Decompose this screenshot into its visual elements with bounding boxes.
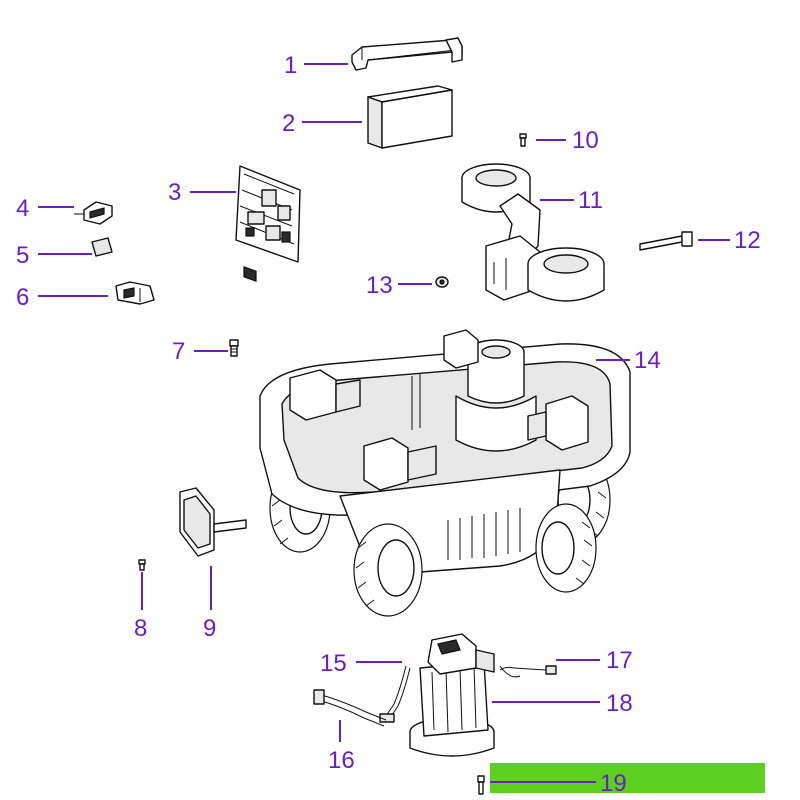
wheel-front-left xyxy=(353,523,423,617)
part-5-pad[interactable] xyxy=(91,237,113,257)
callout-3: 3 xyxy=(168,179,181,206)
callout-18: 18 xyxy=(606,690,633,717)
motor-module-back-right xyxy=(443,329,479,369)
motor-module-mid xyxy=(363,437,437,491)
callout-14: 14 xyxy=(634,347,661,374)
part-12-bolt[interactable] xyxy=(639,231,693,251)
callout-12: 12 xyxy=(734,227,761,254)
part-6-connector[interactable] xyxy=(115,281,155,305)
callout-7: 7 xyxy=(172,338,185,365)
callout-6: 6 xyxy=(16,284,29,311)
part-11-steering-arm[interactable] xyxy=(461,163,605,302)
callout-19: 19 xyxy=(600,770,627,797)
callout-10: 10 xyxy=(572,127,599,154)
part-7-screw[interactable] xyxy=(229,339,239,357)
callout-15: 15 xyxy=(320,650,347,677)
callout-4: 4 xyxy=(16,195,29,222)
part-15-cable[interactable] xyxy=(379,665,411,723)
highlight-bar-19[interactable] xyxy=(490,763,765,793)
part-3-circuit-board[interactable] xyxy=(235,165,301,282)
callout-11: 11 xyxy=(578,187,603,214)
part-13-nut[interactable] xyxy=(435,276,449,288)
part-8-pin[interactable] xyxy=(138,559,146,571)
callout-2: 2 xyxy=(282,110,295,137)
part-9-display-panel[interactable] xyxy=(179,487,247,557)
part-19-pin[interactable] xyxy=(477,775,485,795)
part-4-switch[interactable] xyxy=(74,201,113,225)
part-2-battery[interactable] xyxy=(367,85,453,149)
callout-17: 17 xyxy=(606,647,633,674)
callout-5: 5 xyxy=(16,242,29,269)
part-1-handle[interactable] xyxy=(351,37,463,71)
callout-8: 8 xyxy=(134,615,147,642)
part-10-screw[interactable] xyxy=(519,133,527,147)
part-16-cable[interactable] xyxy=(313,689,387,727)
part-18-motor-assembly[interactable] xyxy=(409,633,495,757)
main-chassis-assembly[interactable] xyxy=(259,329,631,617)
motor-module-front-left xyxy=(289,369,361,421)
part-17-cable[interactable] xyxy=(499,665,557,678)
callout-9: 9 xyxy=(203,615,216,642)
callout-16: 16 xyxy=(328,747,355,774)
motor-module-front-right xyxy=(527,395,589,451)
callout-13: 13 xyxy=(366,272,393,299)
wheel-front-right xyxy=(535,503,597,593)
callout-1: 1 xyxy=(284,52,297,79)
